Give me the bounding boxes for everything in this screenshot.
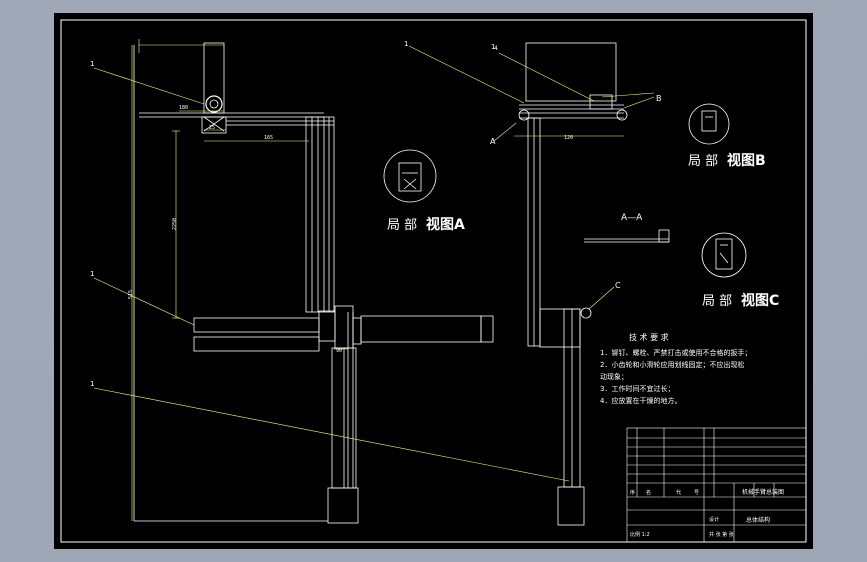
marker-right-4: 4: [494, 45, 498, 52]
tech-item-1: 1．铆钉、螺栓、严禁打击或使用不合格的扳手；: [600, 348, 751, 357]
view-a-title: 视图A: [426, 216, 465, 233]
inner-frame: [60, 19, 807, 543]
balloon-2: 1: [90, 270, 94, 278]
tb-sub-text: 总体结构: [746, 516, 770, 524]
view-a-label: 局 部: [387, 218, 417, 233]
section-aa: [584, 229, 670, 243]
balloon-1: 1: [90, 60, 94, 68]
tech-requirements: 技 术 要 求 1．铆钉、螺栓、严禁打击或使用不合格的扳手； 2．小齿轮和小滑轮…: [600, 332, 751, 405]
tb-left-4: 号: [694, 490, 699, 496]
tb-right-text: 机械手臂总装图: [742, 488, 784, 496]
tech-item-3: 动现象；: [600, 372, 628, 381]
dim-height: 2250: [172, 218, 178, 230]
tb-left-2: 名: [646, 489, 651, 496]
tb-bottom-mid: 共 张 第 张: [709, 531, 734, 538]
right-view: [518, 42, 628, 526]
title-block: [626, 427, 807, 543]
marker-c: C: [615, 281, 621, 290]
drawing-canvas: 1 1 1 1 1 180 25 165 2250 515 120 90: [60, 19, 807, 543]
tech-item-4: 3．工作时间不宜过长；: [600, 384, 674, 393]
view-b-label: 局 部: [688, 154, 718, 169]
tech-title: 技 术 要 求: [629, 332, 669, 342]
detail-view-b: [688, 103, 730, 145]
view-b-title: 视图B: [727, 152, 766, 169]
dimension-texts: 180 25 165 2250 515 120 90: [128, 105, 573, 354]
section-label: A—A: [621, 213, 643, 223]
dim-small: 25: [209, 125, 215, 131]
dim-joint: 90: [336, 348, 342, 354]
balloon-3: 1: [90, 380, 94, 388]
view-c-label: 局 部: [702, 294, 732, 309]
tb-left-1: 序: [630, 489, 635, 496]
dim-total: 515: [128, 290, 134, 299]
balloon-4: 1: [404, 40, 408, 48]
left-view: [133, 42, 494, 524]
tb-left-3: 代: [676, 489, 681, 496]
tb-sign-text: 设计: [709, 516, 719, 523]
marker-b: B: [656, 94, 662, 103]
balloon-5: 1: [491, 43, 495, 51]
left-dimensions: [93, 39, 655, 521]
view-c-title: 视图C: [741, 292, 779, 309]
balloons: 1 1 1 1 1: [90, 40, 495, 388]
right-leaders: [493, 52, 655, 310]
dim-top: 180: [179, 105, 188, 111]
detail-view-a: [383, 149, 437, 203]
dim-right-top: 120: [564, 135, 573, 141]
dim-width: 165: [264, 135, 273, 141]
tech-item-2: 2．小齿轮和小滑轮应用划线固定；不应出现松: [600, 360, 744, 369]
detail-view-c: [701, 232, 747, 278]
drawing-sheet: 1 1 1 1 1 180 25 165 2250 515 120 90: [54, 13, 813, 549]
tech-item-5: 4．应放置在干燥的地方。: [600, 396, 681, 405]
tb-bottom-left: 比例 1:2: [630, 531, 650, 538]
marker-a: A: [490, 137, 496, 146]
